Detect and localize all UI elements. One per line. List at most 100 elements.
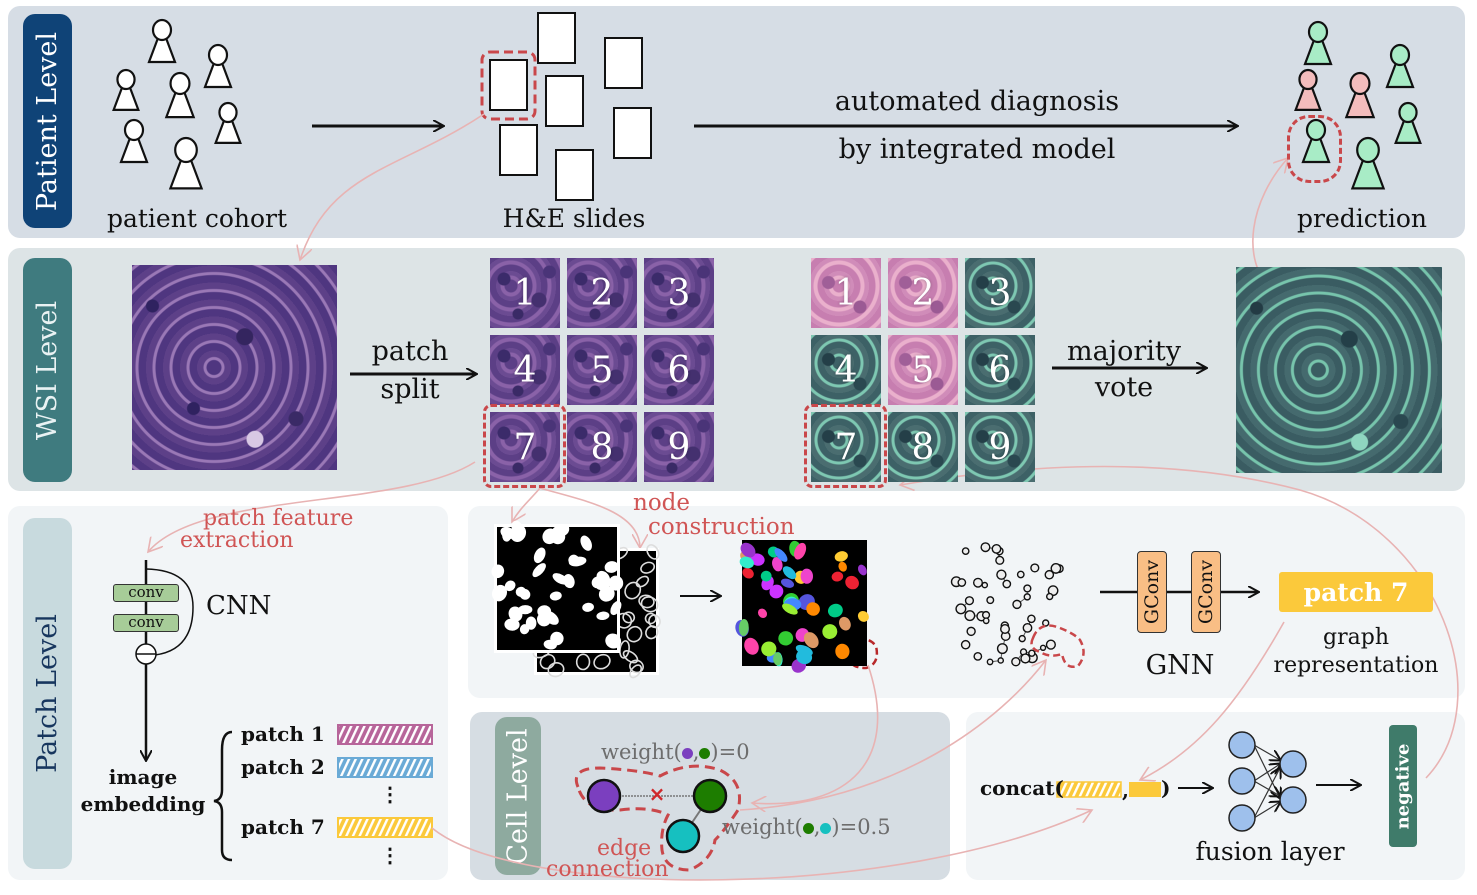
image-embedding-label-line2: embedding xyxy=(80,792,206,816)
nucleus xyxy=(827,603,843,618)
patch-number: 6 xyxy=(988,349,1012,391)
cyan-node-icon xyxy=(820,823,832,834)
graph-node xyxy=(996,643,1008,655)
patient-cohort-label: patient cohort xyxy=(106,204,288,233)
nucleus xyxy=(549,591,562,601)
nucleus xyxy=(629,664,643,679)
image-embedding-label-line1: image xyxy=(108,765,178,789)
nucleus xyxy=(646,544,660,560)
embedding-bar-patch-1 xyxy=(337,724,433,745)
nucleus xyxy=(563,574,575,589)
edge-connection-label-line1: edge xyxy=(597,836,652,861)
nucleus xyxy=(508,606,523,622)
cell-level-tag: Cell Level xyxy=(495,717,541,875)
embedding-label-patch-7: patch 7 xyxy=(241,815,325,839)
gconv-block-1: GConv xyxy=(1137,551,1167,633)
nucleus xyxy=(532,563,546,578)
nucleus xyxy=(744,637,759,655)
nucleus xyxy=(773,652,782,666)
cnn-label: CNN xyxy=(206,591,272,621)
purple-node-icon xyxy=(681,748,693,759)
edge-weight-zero-label: weight(,)=0 xyxy=(601,740,750,764)
nucleus xyxy=(645,625,659,640)
nucleus xyxy=(596,570,611,586)
graph-node xyxy=(955,603,967,615)
wsi-image-original xyxy=(132,265,337,470)
diagnosis-label-line1: automated diagnosis xyxy=(834,86,1120,117)
patch-split-label-line2: split xyxy=(380,374,440,405)
nucleus xyxy=(857,610,869,622)
nucleus xyxy=(622,650,639,664)
patch-tile-1: 1 xyxy=(811,258,881,328)
concat-suffix: ) xyxy=(1161,776,1171,800)
patch-tile-2: 2 xyxy=(888,258,958,328)
patient-icon xyxy=(214,101,242,144)
cell-node-green xyxy=(692,778,728,814)
patch-number: 1 xyxy=(513,272,537,314)
nucleus xyxy=(504,618,520,631)
graph-node xyxy=(1023,593,1031,601)
patch-tile-1: 1 xyxy=(490,258,560,328)
nucleus xyxy=(772,557,783,572)
graph-node xyxy=(997,657,1005,664)
nucleus xyxy=(831,571,844,582)
graph-node xyxy=(996,569,1007,580)
diagnosis-label-line2: by integrated model xyxy=(838,134,1116,165)
nucleus xyxy=(519,624,530,635)
nucleus xyxy=(605,633,622,649)
nucleus xyxy=(742,567,754,579)
wsi-image-predicted xyxy=(1236,267,1442,473)
nucleus xyxy=(806,602,820,616)
predicted-patient-icon-positive xyxy=(1294,68,1322,111)
patch-7-highlight-original xyxy=(483,404,566,488)
edge-connection-label-line2: connection xyxy=(546,857,669,882)
graph-node xyxy=(1000,624,1011,635)
patch-feature-extraction-label-line1: patch feature xyxy=(203,506,354,531)
nucleus xyxy=(782,566,797,580)
graph-node xyxy=(964,610,976,622)
patch-number: 7 xyxy=(834,426,858,468)
nucleus xyxy=(629,659,644,674)
patch-tile-7: 7 xyxy=(811,412,881,482)
nucleus xyxy=(640,596,659,613)
cell-graph xyxy=(950,542,1064,667)
wsi-level-tag: WSI Level xyxy=(23,258,72,482)
nucleus xyxy=(845,575,859,590)
patch-tile-6: 6 xyxy=(965,335,1035,405)
nucleus xyxy=(635,575,650,588)
concat-image-embedding xyxy=(1056,781,1122,798)
patch-tile-9: 9 xyxy=(644,412,714,482)
graph-representation-label-line1: graph xyxy=(1323,625,1389,650)
nucleus xyxy=(568,554,580,566)
predicted-patient-icon-positive xyxy=(1344,71,1376,119)
nucleus xyxy=(834,551,848,562)
graph-node xyxy=(1044,569,1055,580)
embedding-bar-patch-7 xyxy=(337,817,433,838)
nucleus xyxy=(738,619,749,636)
patch-number: 7 xyxy=(513,426,537,468)
embedding-bar-patch-2 xyxy=(337,757,433,778)
concat-prefix: concat( xyxy=(980,776,1064,800)
nucleus xyxy=(596,611,610,621)
patch-tile-5: 5 xyxy=(567,335,637,405)
majority-vote-label-line2: vote xyxy=(1094,372,1154,403)
patch-level-tag: Patch Level xyxy=(23,518,72,869)
graph-node xyxy=(1020,653,1031,664)
node-construction-label-line2: construction xyxy=(648,514,795,540)
patient-icon xyxy=(168,136,204,190)
patch-tile-9: 9 xyxy=(965,412,1035,482)
he-slides-label: H&E slides xyxy=(502,204,646,233)
patch-number: 2 xyxy=(911,272,935,314)
conv-block-2: conv xyxy=(113,614,179,632)
patch-tile-7: 7 xyxy=(490,412,560,482)
nucleus xyxy=(580,535,592,551)
embedding-ellipsis-1: ⋮ xyxy=(380,782,400,806)
embedding-ellipsis-2: ⋮ xyxy=(380,843,400,867)
patch-number: 4 xyxy=(834,349,858,391)
patch-7-highlight-predicted xyxy=(804,404,887,488)
graph-node xyxy=(986,658,994,666)
predicted-patient-icon-negative xyxy=(1303,20,1333,66)
nucleus xyxy=(536,612,552,627)
patch-number: 8 xyxy=(590,426,614,468)
